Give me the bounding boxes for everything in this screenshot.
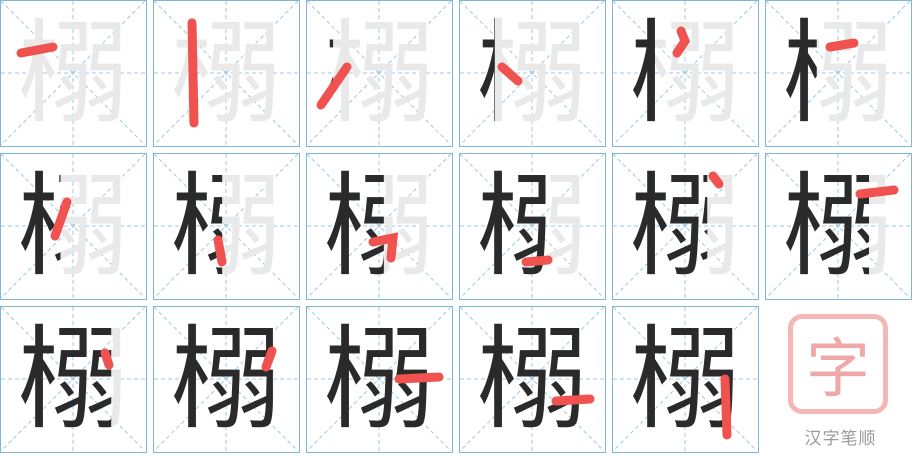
stroke-step-cell: 榒榒	[765, 0, 912, 147]
current-stroke-highlight	[720, 374, 732, 440]
stroke-step-cell: 榒榒	[306, 0, 453, 147]
written-strokes: 榒	[613, 1, 656, 146]
current-stroke-highlight	[50, 197, 72, 241]
written-strokes: 榒	[476, 314, 589, 445]
seal-logo: 字	[788, 314, 888, 414]
written-strokes: 榒	[154, 154, 223, 299]
highlight-stroke-path	[100, 348, 114, 370]
current-stroke-highlight	[708, 171, 724, 189]
stroke-step-cell: 榒榒	[612, 306, 759, 453]
ghost-character: 榒	[170, 314, 283, 445]
current-stroke-highlight	[855, 185, 899, 199]
highlight-stroke-path	[261, 346, 277, 372]
stroke-step-cell: 榒榒	[459, 153, 606, 300]
written-strokes: 榒	[629, 161, 742, 292]
stroke-step-cell: 榒榒	[153, 0, 300, 147]
stroke-step-cell: 榒榒	[765, 153, 912, 300]
highlight-stroke-path	[394, 372, 444, 384]
current-stroke-highlight	[394, 372, 444, 384]
highlight-stroke-path	[316, 62, 352, 110]
guide-lines	[460, 154, 604, 298]
current-stroke-highlight	[672, 26, 691, 58]
ghost-character: 榒	[476, 314, 589, 445]
stroke-step-cell: 榒榒	[612, 153, 759, 300]
guide-lines	[1, 1, 145, 145]
ghost-character: 榒	[629, 161, 742, 292]
stroke-step-cell: 榒榒	[459, 306, 606, 453]
written-strokes: 榒	[782, 161, 895, 292]
highlight-stroke-path	[521, 255, 553, 267]
guide-lines	[613, 1, 757, 145]
guide-lines	[613, 154, 757, 298]
highlight-stroke-path	[16, 42, 58, 58]
current-stroke-highlight	[213, 235, 227, 267]
guide-lines	[460, 307, 604, 451]
stroke-step-cell: 榒榒	[306, 306, 453, 453]
written-strokes: 榒	[323, 161, 436, 292]
stroke-step-cell: 榒榒	[0, 306, 147, 453]
written-strokes: 榒	[1, 154, 61, 299]
brand-stamp: 字 汉字笔顺	[766, 306, 915, 456]
stroke-step-cell: 榒榒	[306, 153, 453, 300]
current-stroke-highlight	[521, 255, 553, 267]
highlight-stroke-path	[368, 232, 399, 263]
guide-lines	[154, 1, 298, 145]
highlight-stroke-path	[720, 374, 732, 440]
highlight-stroke-path	[825, 38, 859, 52]
written-strokes: 榒	[17, 314, 130, 445]
ghost-character: 榒	[17, 314, 130, 445]
guide-lines	[1, 307, 145, 451]
written-strokes: 榒	[170, 314, 283, 445]
highlight-stroke-path	[551, 394, 595, 406]
current-stroke-highlight	[368, 232, 399, 263]
guide-lines	[613, 307, 757, 451]
guide-lines	[307, 1, 451, 145]
written-strokes: 榒	[766, 1, 817, 146]
guide-lines	[1, 154, 145, 298]
highlight-stroke-path	[497, 62, 523, 86]
current-stroke-highlight	[187, 18, 199, 128]
written-strokes: 榒	[307, 1, 334, 146]
current-stroke-highlight	[261, 346, 277, 372]
seal-glyph: 字	[806, 333, 870, 407]
stroke-step-cell: 榒榒	[153, 306, 300, 453]
current-stroke-highlight	[497, 62, 523, 86]
highlight-stroke-path	[708, 171, 724, 189]
guide-lines	[460, 1, 604, 145]
ghost-character: 榒	[17, 161, 130, 292]
guide-lines	[766, 154, 910, 298]
highlight-stroke-path	[50, 197, 72, 241]
written-strokes: 榒	[460, 1, 495, 146]
current-stroke-highlight	[316, 62, 352, 110]
stroke-step-cell: 榒榒	[0, 153, 147, 300]
stroke-step-cell: 榒榒	[459, 0, 606, 147]
stroke-step-cell: 榒榒	[153, 153, 300, 300]
highlight-stroke-path	[187, 18, 199, 128]
current-stroke-highlight	[16, 42, 58, 58]
brand-name: 汉字笔顺	[804, 429, 877, 449]
ghost-character: 榒	[476, 8, 589, 139]
highlight-stroke-path	[213, 235, 227, 267]
current-stroke-highlight	[551, 394, 595, 406]
ghost-character: 榒	[170, 161, 283, 292]
written-strokes: 榒	[154, 1, 172, 146]
ghost-character: 榒	[323, 161, 436, 292]
guide-lines	[766, 1, 910, 145]
guide-lines	[307, 154, 451, 298]
current-stroke-highlight	[100, 348, 114, 370]
guide-lines	[154, 307, 298, 451]
guide-lines	[154, 154, 298, 298]
ghost-character: 榒	[17, 8, 130, 139]
highlight-stroke-path	[855, 185, 899, 199]
stroke-step-cell: 榒榒	[612, 0, 759, 147]
ghost-character: 榒	[782, 8, 895, 139]
highlight-stroke-path	[672, 26, 691, 58]
current-stroke-highlight	[825, 38, 859, 52]
stroke-step-cell: 榒榒	[0, 0, 147, 147]
